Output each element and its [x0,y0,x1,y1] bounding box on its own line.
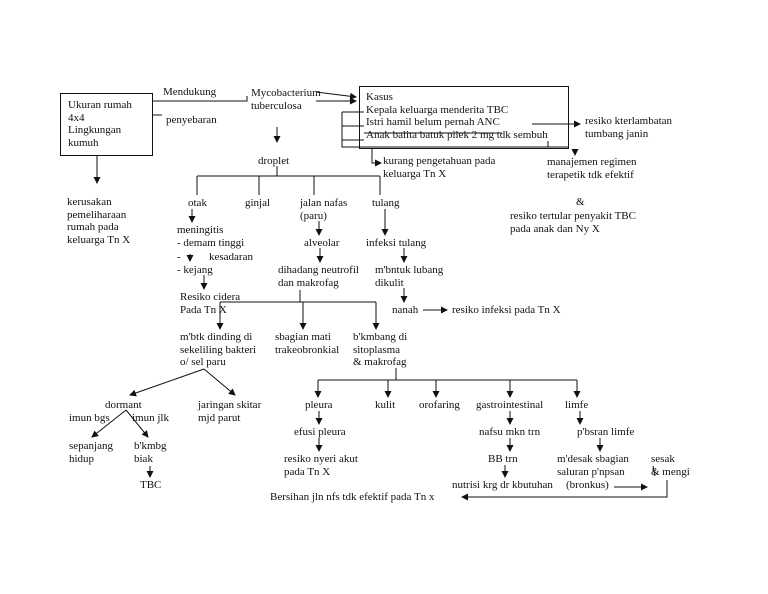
node-ukuran-rumah: Ukuran rumah 4x4 Lingkungan kumuh [68,99,132,149]
connector-35 [129,368,205,397]
node-alveolar: alveolar [304,237,340,249]
connector-37 [91,409,127,438]
node-ginjal: ginjal [245,197,271,209]
node-orofaring: orofaring [419,399,460,411]
node-mendesak-saluran: m'desak sbagian saluran p'npsan [557,453,629,478]
node-membentuk-dinding: m'btk dinding di sekeliling bakteri o/ s… [180,331,257,368]
node-nutrisi: nutrisi krg dr kbutuhan [452,479,553,491]
node-nanah: nanah [392,304,419,316]
housing-box [60,93,153,156]
node-sebagian-mati: sbagian mati trakeobronkial [275,331,340,356]
node-pleura: pleura [305,399,333,411]
node-berkembang-biak: b'kmbg biak [134,440,167,465]
node-penyebaran: penyebaran [166,114,217,126]
node-bronkus: (bronkus) [566,479,609,491]
node-ampersand: & [576,196,585,208]
node-kulit: kulit [375,399,396,411]
node-kasus: Kasus Kepala keluarga menderita TBC Istr… [366,91,548,141]
node-bb-turun: BB trn [488,453,518,465]
connector-38 [125,409,149,438]
connector-55 [652,465,656,477]
node-nafsu-makan: nafsu mkn trn [479,426,541,438]
node-jaringan-parut: jaringan skitar mjd parut [198,399,262,424]
node-resiko-infeksi: resiko infeksi pada Tn X [452,304,561,316]
connector-2 [315,91,357,100]
connector-36 [203,368,236,396]
node-sepanjang-hidup: sepanjang hidup [69,440,113,465]
node-membentuk-lubang: m'bntuk lubang dikulit [375,264,444,289]
node-otak: otak [188,197,207,209]
connector-56 [461,480,668,501]
node-resiko-keterlambatan: resiko kterlambatan tumbang janin [585,115,673,140]
node-kejang: - kejang [177,264,213,276]
node-kerusakan: kerusakan pemeliharaan rumah pada keluar… [67,196,131,246]
node-bersihan-jalan-nafas: Bersihan jln nfs tdk efektif pada Tn x [270,491,435,503]
node-imun-bagus: imun bgs [69,412,110,424]
node-berkembang-sitoplasma: b'kmbang di sitoplasma & makrofag [353,331,408,368]
node-dormant: dormant [105,399,142,411]
node-infeksi-tulang: infeksi tulang [366,237,427,249]
node-resiko-tertular: resiko tertular penyakit TBC pada anak d… [510,210,636,235]
node-meningitis: meningitis - demam tinggi [177,224,245,249]
node-kurang-pengetahuan: kurang pengetahuan pada keluarga Tn X [383,155,496,180]
node-resiko-nyeri: resiko nyeri akut pada Tn X [284,453,358,478]
node-tbc: TBC [140,479,162,491]
connector-11 [371,149,382,167]
node-mendukung: Mendukung [163,86,217,98]
node-imun-jelek: imun jlk [132,412,169,424]
node-limfe: limfe [565,399,589,411]
case-box [359,86,569,149]
node-mycobacterium: Mycobacterium tuberculosa [251,87,321,112]
node-droplet: droplet [258,155,290,167]
node-resiko-cidera: Resiko cidera Pada Tn X [180,291,241,316]
node-kesadaran: kesadaran [209,251,253,263]
node-gastrointestinal: gastrointestinal [476,399,544,411]
node-sesak-mengi: sesak & mengi [651,453,690,478]
node-manajemen-regimen: manajemen regimen terapetik tdk efektif [547,156,637,181]
connector-0 [153,96,248,102]
node-pembesaran-limfe: p'bsran limfe [577,426,635,438]
node-dash: - [177,251,181,263]
connector-6 [341,112,569,148]
node-efusi-pleura: efusi pleura [294,426,346,438]
node-jalan-nafas: jalan nafas (paru) [300,197,348,222]
node-tulang: tulang [372,197,400,209]
node-dihadang: dihadang neutrofil dan makrofag [278,264,359,289]
